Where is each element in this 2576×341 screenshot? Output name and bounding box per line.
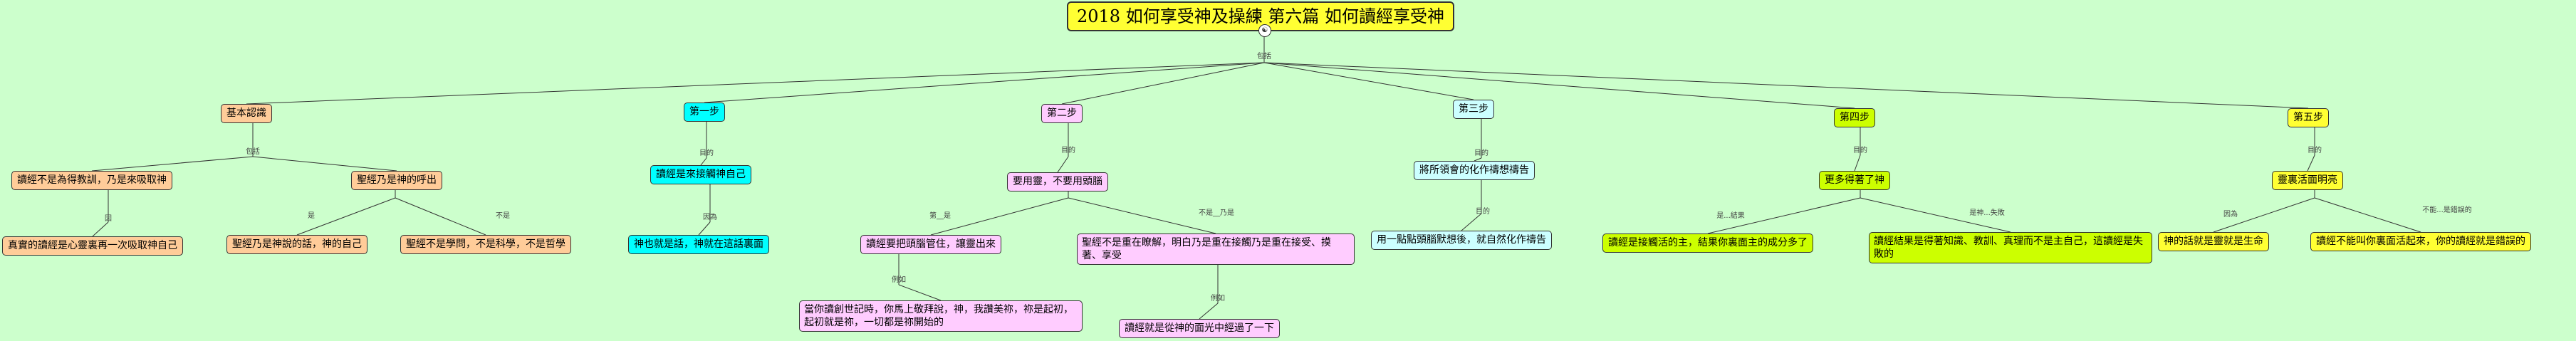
edge-node-basic (246, 62, 1265, 105)
edge-node-s5b (2314, 197, 2421, 233)
root-link-label: 包括 (1257, 53, 1271, 61)
node-s3[interactable]: 將所領會的化作禱想禱告 (1414, 161, 1535, 180)
edge-node-step4 (1263, 62, 1855, 109)
edge-node-s3a (1461, 213, 1482, 231)
node-b1a[interactable]: 真實的讀經是心靈裏再一次吸取神自己 (2, 236, 183, 256)
edge-node-b2 (252, 156, 397, 172)
edge-node-s2b1 (1199, 303, 1219, 320)
edge-node-step3 (1263, 62, 1474, 100)
edge-node-s2 (1057, 156, 1069, 173)
node-b2[interactable]: 聖經乃是神的呼出 (351, 171, 442, 190)
edge-node-step5 (1263, 62, 2309, 109)
node-s4b[interactable]: 讀經結果是得著知識、教訓、真理而不是主自己，這讀經是失敗的 (1869, 232, 2152, 263)
s3-link-label: 目的 (1476, 208, 1490, 216)
node-s4a[interactable]: 讀經是接觸活的主，結果你裏面主的成分多了 (1602, 234, 1813, 253)
node-s1a[interactable]: 神也就是話，神就在這話裏面 (628, 235, 769, 254)
edge-node-s4b (1860, 197, 2011, 233)
node-s2b1[interactable]: 讀經就是從神的面光中經過了一下 (1119, 319, 1280, 338)
step2-link-label: 目的 (1061, 147, 1075, 154)
node-s4[interactable]: 更多得著了神 (1819, 171, 1890, 190)
node-basic[interactable]: 基本認識 (221, 104, 272, 123)
edge-node-b2b (395, 197, 486, 236)
basic-link-label: 包括 (246, 148, 260, 156)
s2b-link-label: 例如 (1211, 295, 1225, 303)
edge-node-s2a (930, 197, 1069, 236)
node-step1[interactable]: 第一步 (684, 103, 725, 122)
edge-node-step2 (1061, 62, 1265, 105)
edge-node-s2a1 (898, 284, 942, 301)
edge-node-s5 (2307, 154, 2315, 172)
node-s2a[interactable]: 讀經要把頭腦管住，讓靈出來 (860, 235, 1001, 254)
s4-right-label: 是神...失敗 (1969, 209, 2005, 217)
s5-right-label: 不能...是錯誤的 (2422, 206, 2472, 214)
edge-node-s4 (1854, 154, 1861, 172)
step4-link-label: 目的 (1853, 147, 1867, 154)
step3-link-label: 目的 (1474, 149, 1488, 157)
b2-left-label: 是 (308, 212, 315, 220)
edge-node-s3 (1474, 157, 1482, 162)
node-step4[interactable]: 第四步 (1834, 108, 1875, 127)
edge-node-s4a (1707, 197, 1861, 234)
s1-link-label: 因為 (703, 214, 717, 221)
step5-link-label: 目的 (2308, 147, 2322, 154)
s5-left-label: 因為 (2223, 211, 2238, 219)
edge-node-s2b (1068, 197, 1216, 234)
node-b2a[interactable]: 聖經乃是神說的話，神的自己 (226, 235, 367, 254)
step1-link-label: 目的 (699, 149, 714, 157)
person-icon: ☯ (1258, 24, 1271, 37)
s2a-link-label: 例如 (892, 276, 906, 284)
node-s3a[interactable]: 用一點點頭腦默想後，就自然化作禱告 (1371, 231, 1552, 250)
node-step2[interactable]: 第二步 (1041, 104, 1083, 123)
node-s5a[interactable]: 神的話就是靈就是生命 (2158, 232, 2269, 251)
edge-node-s1 (700, 157, 707, 166)
node-s5b[interactable]: 讀經不能叫你裏面活起來，你的讀經就是錯誤的 (2310, 232, 2531, 251)
b1-link-label: 因 (105, 215, 112, 223)
node-b1[interactable]: 讀經不是為得教訓，乃是來吸取神 (11, 171, 172, 190)
edge-node-b2a (296, 197, 396, 236)
edge-node-s1a (698, 221, 711, 236)
node-step3[interactable]: 第三步 (1453, 100, 1494, 119)
edge-node-b1a (92, 221, 109, 237)
b2-right-label: 不是 (496, 212, 510, 220)
s4-left-label: 是...結果 (1716, 212, 1745, 220)
edge-node-s5a (2213, 197, 2315, 233)
node-step5[interactable]: 第五步 (2288, 108, 2329, 127)
node-b2b[interactable]: 聖經不是學問，不是科學，不是哲學 (400, 235, 571, 254)
edge-node-step1 (704, 62, 1265, 103)
node-s1[interactable]: 讀經是來接觸神自己 (650, 165, 751, 184)
s2-right-label: 不是__乃是 (1199, 209, 1234, 217)
edge-node-b1 (91, 156, 254, 172)
node-s2a1[interactable]: 當你讀創世記時，你馬上敬拜說，神，我讚美祢，祢是起初，起初就是祢，一切都是祢開始… (799, 300, 1083, 332)
node-s5[interactable]: 靈裏活面明亮 (2272, 171, 2343, 190)
node-s2[interactable]: 要用靈，不要用頭腦 (1007, 172, 1108, 192)
node-s2b[interactable]: 聖經不是重在瞭解，明白乃是重在接觸乃是重在接受、摸著、享受 (1077, 234, 1355, 265)
s2-left-label: 第__是 (929, 212, 951, 220)
